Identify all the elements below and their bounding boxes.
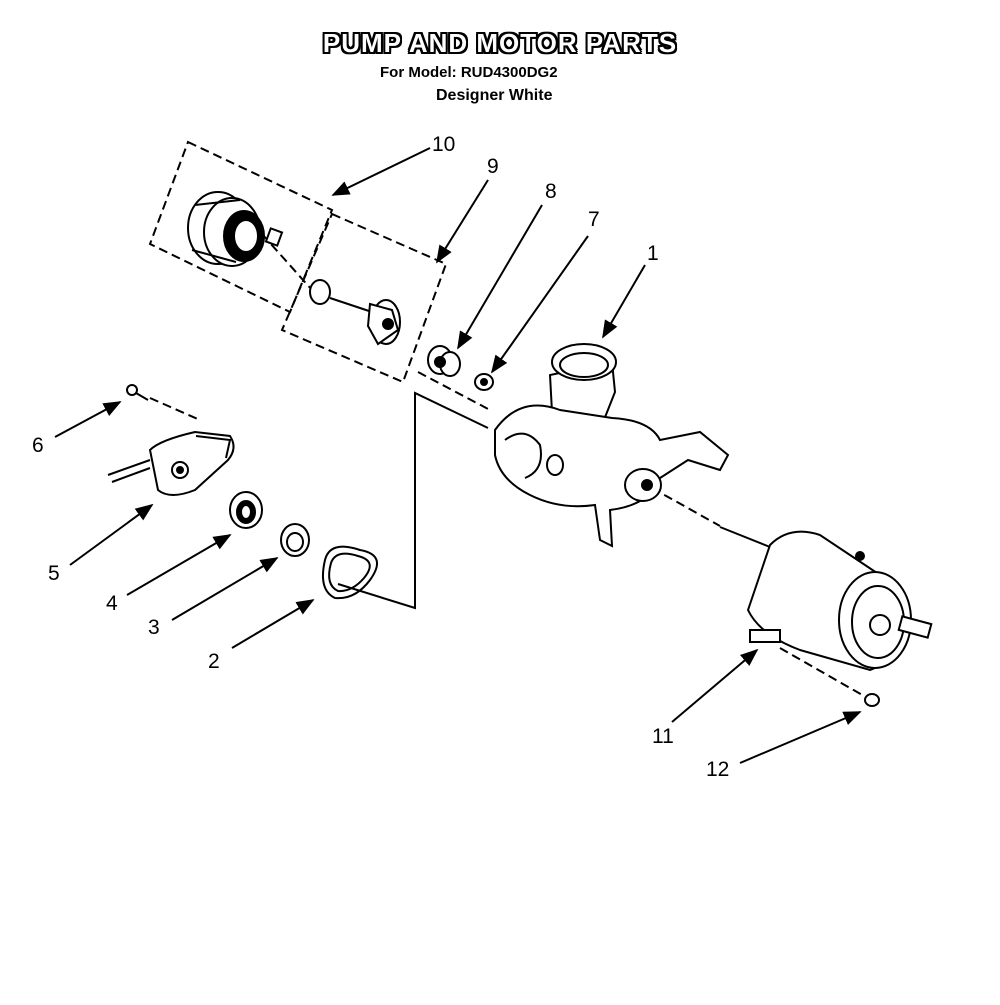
- grommet-part: [229, 491, 263, 529]
- assembly-line-motor: [651, 487, 721, 527]
- callout-9: 9: [487, 155, 499, 178]
- leader-7: [490, 235, 589, 374]
- callout-11: 11: [652, 725, 674, 748]
- assembly-line-screw: [779, 647, 865, 697]
- callout-8: 8: [545, 180, 557, 203]
- leader-11: [671, 648, 759, 723]
- leader-9: [436, 179, 489, 264]
- kit-box-9: [280, 212, 448, 384]
- callout-7: 7: [588, 208, 600, 231]
- leader-12: [739, 711, 862, 764]
- leader-3: [171, 557, 279, 621]
- leader-8: [457, 204, 543, 350]
- group-bracket: [337, 391, 489, 610]
- gasket-part: [322, 545, 379, 600]
- seal-part: [280, 523, 310, 557]
- seal-assembly-part: [427, 345, 461, 377]
- impeller-part: [309, 279, 401, 346]
- pump-housing-part: [494, 343, 730, 548]
- leader-2: [231, 599, 315, 649]
- callout-12: 12: [706, 758, 729, 781]
- leader-10: [331, 147, 431, 196]
- leader-5: [69, 503, 154, 566]
- washer-part: [474, 373, 494, 391]
- screw-part: [126, 384, 149, 401]
- callout-2: 2: [208, 650, 220, 673]
- leader-1: [602, 264, 646, 339]
- assembly-line-left: [149, 397, 201, 421]
- assembly-line-upper: [261, 233, 313, 291]
- callout-1: 1: [647, 242, 659, 265]
- leader-4: [126, 534, 232, 596]
- kit-box-10: [148, 140, 334, 314]
- motor-part: [719, 526, 933, 672]
- callout-4: 4: [106, 592, 118, 615]
- page-title: PUMP AND MOTOR PARTS: [322, 28, 678, 58]
- seal-kit-part: [187, 191, 284, 267]
- callout-5: 5: [48, 562, 60, 585]
- leader-6: [54, 401, 122, 438]
- model-color: Designer White: [436, 87, 553, 104]
- callout-3: 3: [148, 616, 160, 639]
- callout-6: 6: [32, 434, 44, 457]
- motor-screw-part: [864, 693, 880, 707]
- drain-housing-part: [107, 430, 235, 496]
- callout-10: 10: [432, 133, 455, 156]
- model-number: For Model: RUD4300DG2: [380, 64, 558, 81]
